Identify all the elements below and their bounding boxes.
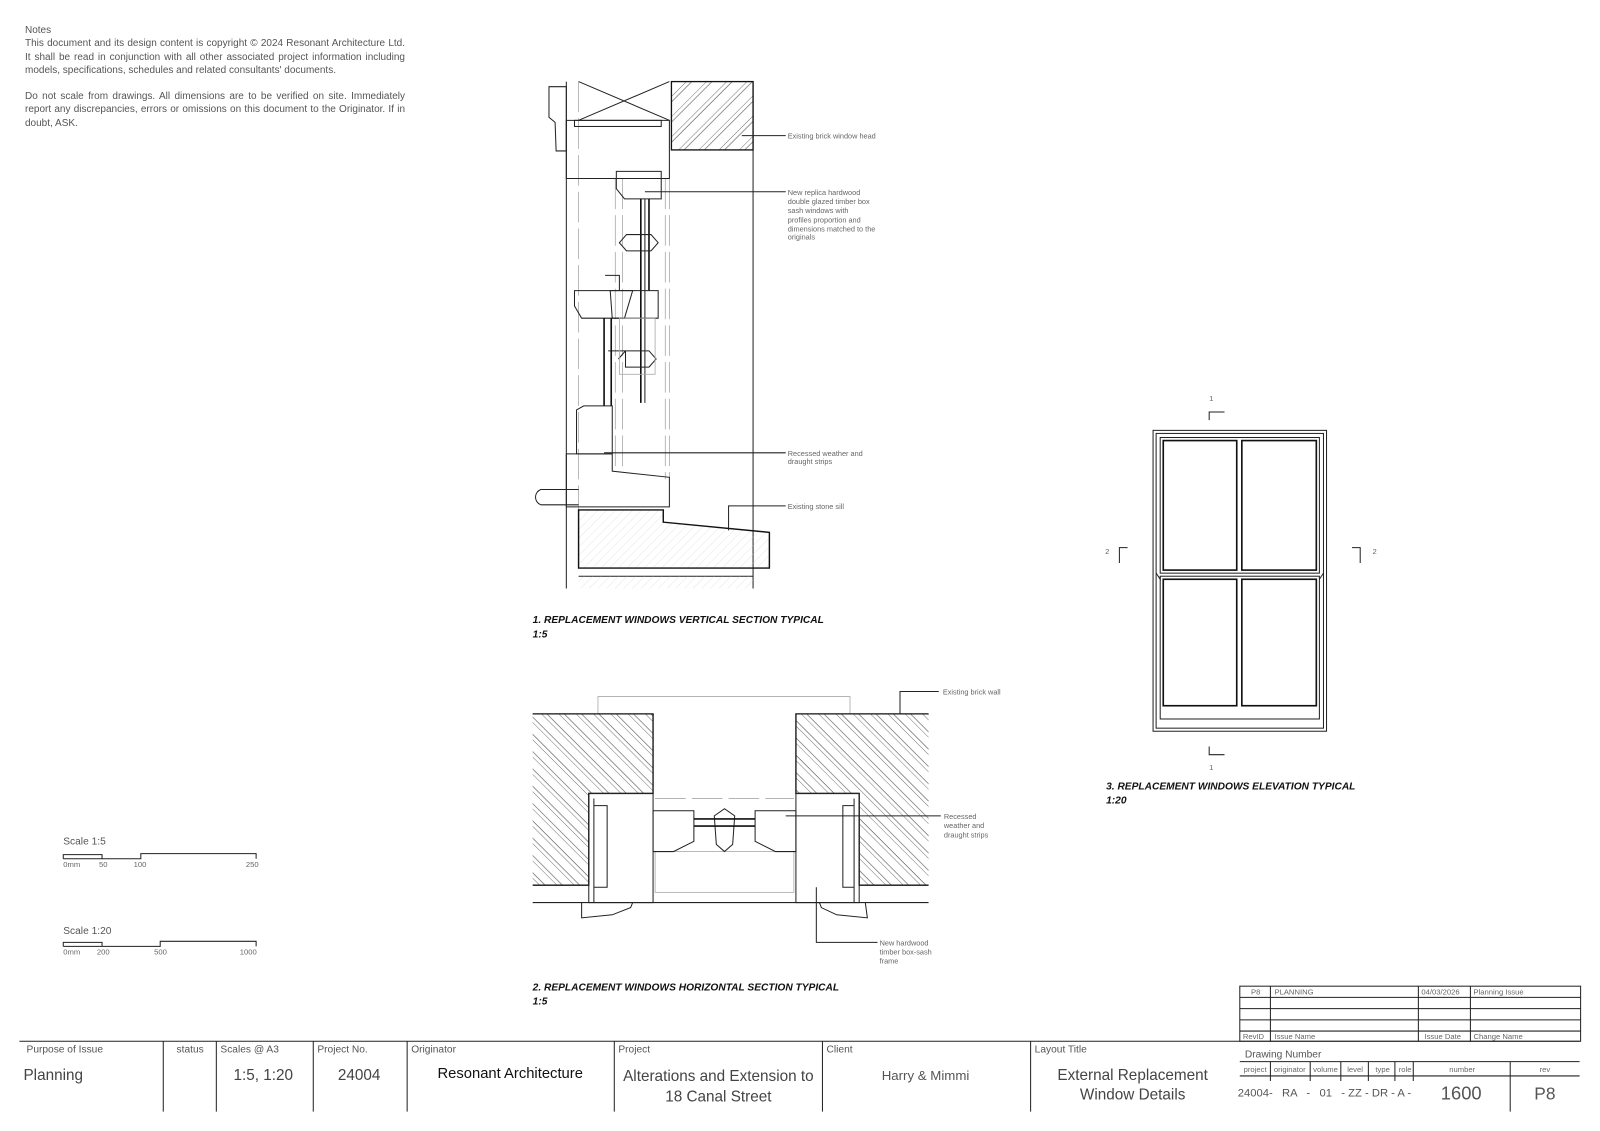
annotation-sash: dimensions matched to the bbox=[788, 225, 876, 234]
section-mark-1-bottom: 1 bbox=[1209, 763, 1213, 772]
drawing-number-column: originator bbox=[1274, 1065, 1306, 1074]
revision-issue-name: PLANNING bbox=[1274, 987, 1313, 996]
scale-bar-title: Scale 1:5 bbox=[63, 836, 106, 847]
project-label: Project bbox=[618, 1044, 650, 1055]
layout-title-line2: Window Details bbox=[1080, 1086, 1186, 1103]
revision-header-issue-name: Issue Name bbox=[1274, 1032, 1315, 1041]
title-block: Purpose of Issue Planning status Scales … bbox=[19, 1040, 1580, 1112]
caption-vertical-scale: 1:5 bbox=[533, 629, 548, 640]
scale-bar-1-5: Scale 1:5 0mm 50 100 250 bbox=[62, 836, 259, 869]
drawing-number-column: project bbox=[1244, 1065, 1268, 1074]
caption-elevation-scale: 1:20 bbox=[1106, 796, 1127, 807]
scale-bar-label: 250 bbox=[246, 860, 259, 869]
section-mark-2-right: 2 bbox=[1372, 547, 1376, 556]
annotation-sash: profiles proportion and bbox=[788, 215, 861, 224]
originator-label: Originator bbox=[411, 1044, 456, 1055]
scale-bar-label: 100 bbox=[134, 860, 147, 869]
annotation-strips: draught strips bbox=[788, 457, 833, 466]
annotation-sash: originals bbox=[788, 233, 816, 242]
annotation-frame: frame bbox=[880, 957, 899, 966]
scale-bar-label: 0mm bbox=[63, 860, 80, 869]
annotation-frame: timber box-sash bbox=[880, 948, 932, 957]
drawing-number-value: 1600 bbox=[1441, 1082, 1482, 1103]
annotation-sash: sash windows with bbox=[788, 206, 849, 215]
drawing-number-column: role bbox=[1399, 1065, 1412, 1074]
annotation-strips: draught strips bbox=[944, 830, 989, 839]
scale-bar-label: 500 bbox=[154, 948, 167, 957]
project-no-label: Project No. bbox=[317, 1044, 367, 1055]
section-mark-1-top: 1 bbox=[1209, 394, 1213, 403]
annotation-strips: Recessed bbox=[944, 812, 977, 821]
annotation-stone-sill: Existing stone sill bbox=[788, 502, 845, 511]
revision-header-change-name: Change Name bbox=[1473, 1032, 1522, 1041]
caption-vertical-section: 1. REPLACEMENT WINDOWS VERTICAL SECTION … bbox=[533, 615, 824, 626]
notes-block: Notes This document and its design conte… bbox=[25, 24, 405, 143]
horizontal-section-drawing bbox=[532, 690, 941, 943]
drawing-number-prefix: 24004- RA - 01 - ZZ - DR - A - bbox=[1238, 1087, 1412, 1099]
client-label: Client bbox=[827, 1044, 853, 1055]
project-value-line1: Alterations and Extension to bbox=[623, 1068, 814, 1085]
caption-elevation: 3. REPLACEMENT WINDOWS ELEVATION TYPICAL bbox=[1106, 781, 1355, 792]
annotation-frame: New hardwood bbox=[880, 938, 929, 947]
revision-table: P8 PLANNING 04/03/2026 Planning Issue Re… bbox=[1239, 985, 1582, 1042]
revision-change-name: Planning Issue bbox=[1473, 987, 1523, 996]
project-value-line2: 18 Canal Street bbox=[665, 1088, 772, 1105]
purpose-value: Planning bbox=[23, 1067, 83, 1084]
status-label: status bbox=[177, 1044, 204, 1055]
notes-paragraph: Do not scale from drawings. All dimensio… bbox=[25, 91, 405, 129]
drawing-revision-value: P8 bbox=[1534, 1083, 1555, 1103]
scales-label: Scales @ A3 bbox=[220, 1044, 279, 1055]
purpose-label: Purpose of Issue bbox=[27, 1044, 104, 1055]
annotation-sash: double glazed timber box bbox=[788, 197, 870, 206]
annotation-brick-head: Existing brick window head bbox=[788, 132, 876, 141]
notes-paragraph: This document and its design content is … bbox=[25, 38, 405, 76]
scale-bar-label: 1000 bbox=[240, 948, 257, 957]
caption-horizontal-section: 2. REPLACEMENT WINDOWS HORIZONTAL SECTIO… bbox=[532, 982, 839, 993]
drawing-number-column: type bbox=[1375, 1065, 1389, 1074]
originator-value: Resonant Architecture bbox=[437, 1066, 582, 1082]
annotation-brick-wall: Existing brick wall bbox=[943, 688, 1001, 697]
revision-header-issue-date: Issue Date bbox=[1424, 1032, 1461, 1041]
revision-header-id: RevID bbox=[1243, 1032, 1265, 1041]
annotation-strips: weather and bbox=[943, 821, 984, 830]
scale-bar-label: 200 bbox=[97, 948, 110, 957]
annotation-sash: New replica hardwood bbox=[788, 188, 861, 197]
drawing-number-column: rev bbox=[1540, 1065, 1551, 1074]
elevation-annotations: 1 1 2 2 3. REPLACEMENT WINDOWS ELEVATION… bbox=[1105, 394, 1377, 807]
revision-issue-date: 04/03/2026 bbox=[1421, 987, 1459, 996]
notes-heading: Notes bbox=[25, 25, 52, 36]
scale-bar-title: Scale 1:20 bbox=[63, 926, 111, 937]
revision-id: P8 bbox=[1251, 987, 1260, 996]
scale-bar-label: 0mm bbox=[63, 948, 80, 957]
scale-bar-1-20: Scale 1:20 0mm 200 500 1000 bbox=[62, 926, 257, 957]
project-no-value: 24004 bbox=[338, 1067, 381, 1084]
annotation-strips: Recessed weather and bbox=[788, 449, 863, 458]
layout-title-label: Layout Title bbox=[1035, 1044, 1087, 1055]
elevation-drawing bbox=[1118, 411, 1361, 756]
drawing-number-column: level bbox=[1347, 1065, 1363, 1074]
drawing-number-column: number bbox=[1449, 1065, 1475, 1074]
scales-value: 1:5, 1:20 bbox=[233, 1067, 293, 1084]
vertical-section-drawing bbox=[535, 80, 786, 589]
scale-bar-label: 50 bbox=[99, 860, 108, 869]
caption-horizontal-scale: 1:5 bbox=[533, 997, 548, 1008]
client-value: Harry & Mimmi bbox=[882, 1068, 970, 1083]
section-mark-2-left: 2 bbox=[1105, 547, 1109, 556]
layout-title-line1: External Replacement bbox=[1057, 1067, 1208, 1084]
drawing-number-column: volume bbox=[1313, 1065, 1338, 1074]
drawing-number-label: Drawing Number bbox=[1245, 1050, 1322, 1061]
vertical-section-annotations: Existing brick window head New replica h… bbox=[533, 132, 876, 641]
horizontal-section-annotations: Existing brick wall Recessed weather and… bbox=[532, 688, 1001, 1008]
drawing-number: Drawing Number project originator volume… bbox=[1238, 1050, 1580, 1112]
